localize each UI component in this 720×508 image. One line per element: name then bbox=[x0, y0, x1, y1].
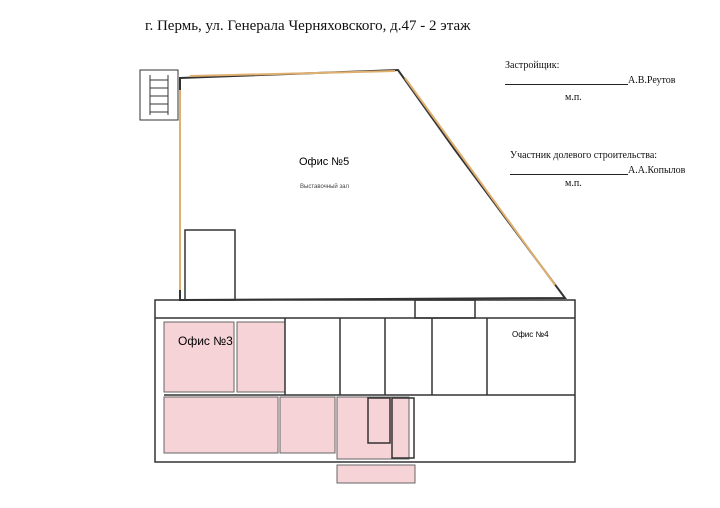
room bbox=[336, 464, 416, 484]
participant-seal: м.п. bbox=[565, 178, 582, 189]
developer-signature-line bbox=[505, 72, 628, 85]
lower-block bbox=[154, 229, 576, 463]
office3-area bbox=[163, 321, 416, 484]
office5-room-label: Выставочный зал bbox=[300, 183, 350, 190]
office3-label: Офис №3 bbox=[178, 334, 233, 348]
room bbox=[163, 396, 279, 454]
room bbox=[236, 321, 286, 393]
participant-signature-line bbox=[510, 163, 628, 175]
participant-label: Участник долевого строительства: bbox=[510, 150, 658, 161]
room bbox=[279, 396, 336, 454]
developer-label: Застройщик: bbox=[505, 60, 560, 71]
office4-label: Офис №4 bbox=[512, 330, 549, 339]
developer-seal: м.п. bbox=[565, 92, 582, 103]
window-strip bbox=[189, 70, 396, 77]
room bbox=[163, 321, 235, 393]
developer-name: А.В.Реутов bbox=[628, 75, 676, 86]
office5-label: Офис №5 bbox=[299, 156, 349, 168]
participant-name: А.А.Копылов bbox=[628, 165, 686, 176]
window-strip bbox=[404, 77, 556, 286]
room bbox=[336, 396, 410, 460]
stairs bbox=[139, 69, 179, 121]
office5-hall-outline bbox=[179, 68, 567, 302]
page-title: г. Пермь, ул. Генерала Черняховского, д.… bbox=[145, 18, 471, 34]
